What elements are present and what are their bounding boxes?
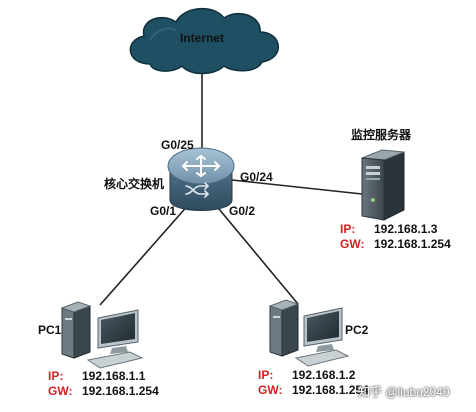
- pc1-ip-key: IP:: [48, 369, 64, 383]
- pc2-label: PC2: [345, 323, 369, 337]
- server-ip-key: IP:: [340, 222, 356, 236]
- pc2-ip-value: 192.168.1.2: [292, 368, 356, 382]
- internet-cloud-icon: [129, 7, 280, 75]
- port-label-server: G0/24: [240, 170, 273, 184]
- pc2-ip-key: IP:: [258, 368, 274, 382]
- port-label-uplink: G0/25: [161, 138, 194, 152]
- server-ip-value: 192.168.1.3: [374, 222, 438, 236]
- port-label-pc2: G0/2: [229, 204, 256, 218]
- port-label-pc1: G0/1: [150, 204, 177, 218]
- server-gw-value: 192.168.1.254: [374, 237, 451, 251]
- core-switch-label: 核心交换机: [104, 177, 165, 191]
- pc1-gw-value: 192.168.1.254: [82, 384, 159, 398]
- monitor-server-icon: [361, 149, 405, 221]
- pc2-gw-value: 192.168.1.254: [292, 383, 369, 397]
- pc1-ip-value: 192.168.1.1: [82, 369, 146, 383]
- pc2-gw-key: GW:: [258, 383, 283, 397]
- pc1-gw-key: GW:: [48, 384, 73, 398]
- monitor-server-label: 监控服务器: [351, 128, 412, 142]
- server-ip-row: IP: 192.168.1.3: [340, 222, 437, 236]
- link-switch-pc2: [213, 202, 299, 305]
- pc1-computer-icon: [60, 301, 144, 369]
- pc2-ip-row: IP: 192.168.1.2: [258, 368, 355, 382]
- server-gw-row: GW: 192.168.1.254: [340, 237, 451, 251]
- pc1-gw-row: GW: 192.168.1.254: [48, 384, 159, 398]
- link-switch-server: [231, 179, 363, 195]
- links: [99, 70, 363, 306]
- watermark-text: 知乎 @liubo2040: [358, 385, 450, 399]
- pc2-computer-icon: [268, 299, 350, 367]
- pc2-gw-row: GW: 192.168.1.254: [258, 383, 369, 397]
- pc1-label: PC1: [38, 323, 62, 337]
- server-gw-key: GW:: [340, 237, 365, 251]
- core-switch-icon: [167, 147, 235, 211]
- pc1-ip-row: IP: 192.168.1.1: [48, 369, 145, 383]
- link-switch-pc1: [99, 202, 191, 306]
- internet-label: Internet: [180, 31, 225, 45]
